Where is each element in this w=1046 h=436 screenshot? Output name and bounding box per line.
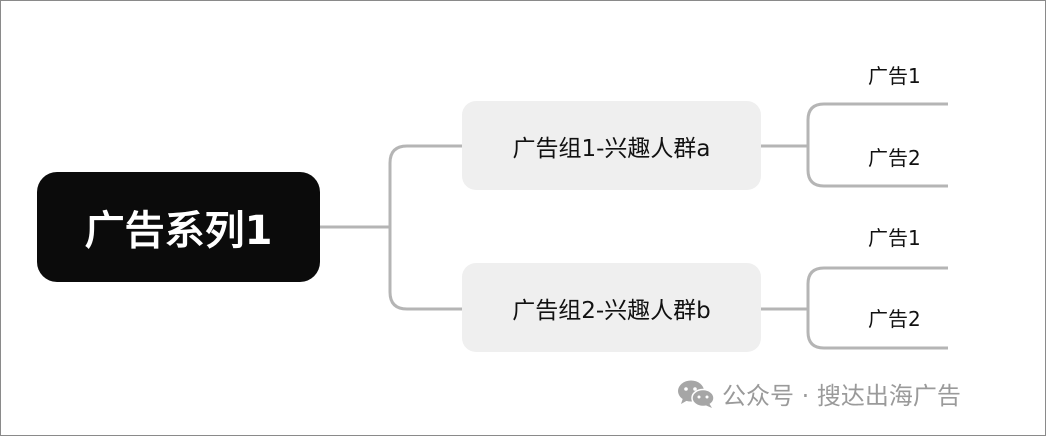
root-node-label: 广告系列1 <box>84 208 273 254</box>
group1-to-ads-connector <box>761 102 948 188</box>
root-node: 广告系列1 <box>37 172 320 282</box>
watermark-text: 公众号 · 搜达出海广告 <box>722 382 961 410</box>
ad-leaf-1-1: 广告1 <box>868 64 921 88</box>
watermark: 公众号 · 搜达出海广告 <box>676 376 961 411</box>
ad-leaf-2-2: 广告2 <box>868 307 921 331</box>
group-node-1-label: 广告组1-兴趣人群a <box>512 135 711 162</box>
group2-to-ads-connector <box>761 266 948 350</box>
root-to-groups-connector <box>320 144 462 311</box>
ad-leaf-1-2: 广告2 <box>868 146 921 170</box>
wechat-icon <box>678 380 715 408</box>
group-node-1: 广告组1-兴趣人群a <box>462 101 761 190</box>
ad-leaf-2-1: 广告1 <box>868 226 921 250</box>
group-node-2: 广告组2-兴趣人群b <box>462 263 761 352</box>
group-node-2-label: 广告组2-兴趣人群b <box>512 297 711 324</box>
